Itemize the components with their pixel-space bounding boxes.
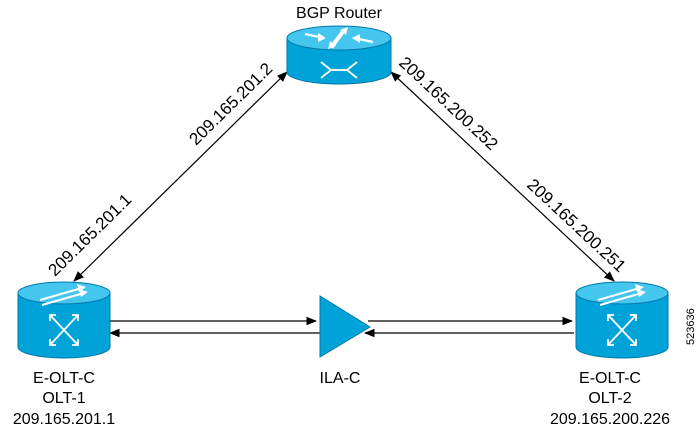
link-ila-olt2	[363, 316, 574, 338]
olt1-cross-icon	[49, 314, 79, 346]
olt1-name-label: OLT-1	[42, 390, 85, 407]
figure-id: 523636	[685, 308, 697, 345]
ila-amplifier: ILA-C	[319, 295, 371, 387]
olt2-cross-icon	[607, 314, 637, 346]
olt1-arrows-icon	[39, 284, 88, 306]
ip-label-router-olt1-router-side: 209.165.201.2	[185, 59, 276, 149]
ip-label-router-olt2-router-side: 209.165.200.252	[395, 53, 501, 154]
olt2-model-label: E-OLT-C	[579, 370, 641, 387]
ip-label-router-olt2-olt-side: 209.165.200.251	[523, 175, 629, 276]
router-cross-icon	[320, 61, 358, 79]
olt2-name-label: OLT-2	[588, 390, 631, 407]
olt1-ip-label: 209.165.201.1	[13, 411, 115, 428]
bgp-router-label: BGP Router	[296, 5, 383, 22]
ila-label: ILA-C	[320, 370, 361, 387]
bgp-router: BGP Router	[286, 5, 392, 85]
amplifier-triangle-icon	[319, 295, 371, 358]
olt2-arrows-icon	[597, 284, 646, 306]
link-olt1-ila	[108, 316, 320, 338]
olt2-ip-label: 209.165.200.226	[550, 411, 670, 428]
olt1-device: E-OLT-C OLT-1 209.165.201.1	[13, 281, 115, 428]
olt1-model-label: E-OLT-C	[33, 370, 95, 387]
router-arrows-icon	[304, 27, 374, 49]
link-router-olt1: 209.165.201.2 209.165.201.1	[44, 59, 288, 282]
link-router-olt2: 209.165.200.252 209.165.200.251	[390, 53, 630, 282]
olt2-device: E-OLT-C OLT-2 209.165.200.226	[550, 281, 670, 428]
